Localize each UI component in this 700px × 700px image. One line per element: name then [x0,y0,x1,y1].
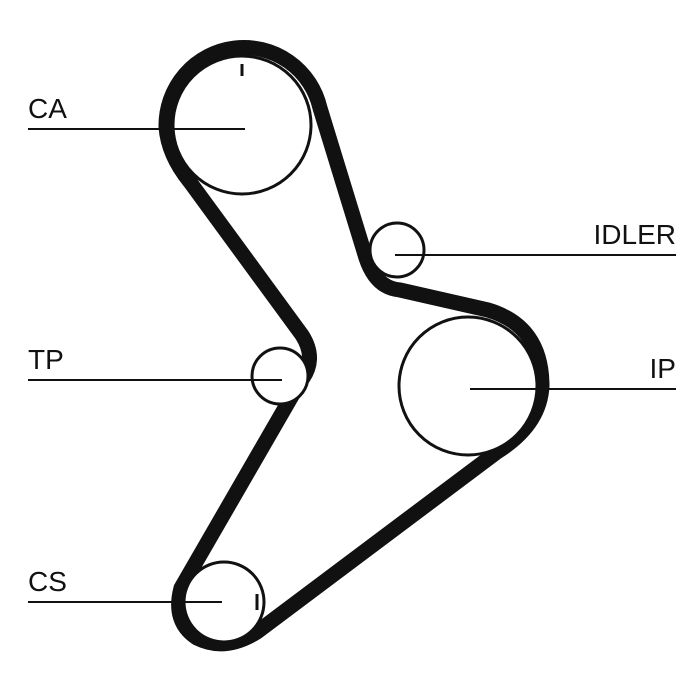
cs-label: CS [28,566,67,597]
idler-pulley [368,221,426,279]
camshaft-pulley [171,54,313,196]
ip-label: IP [650,353,676,384]
tp-label: TP [28,344,64,375]
idler-label: IDLER [594,219,676,250]
tensioner-pulley [250,346,310,406]
ca-label: CA [28,93,67,124]
injection-pump-pulley [397,315,539,457]
